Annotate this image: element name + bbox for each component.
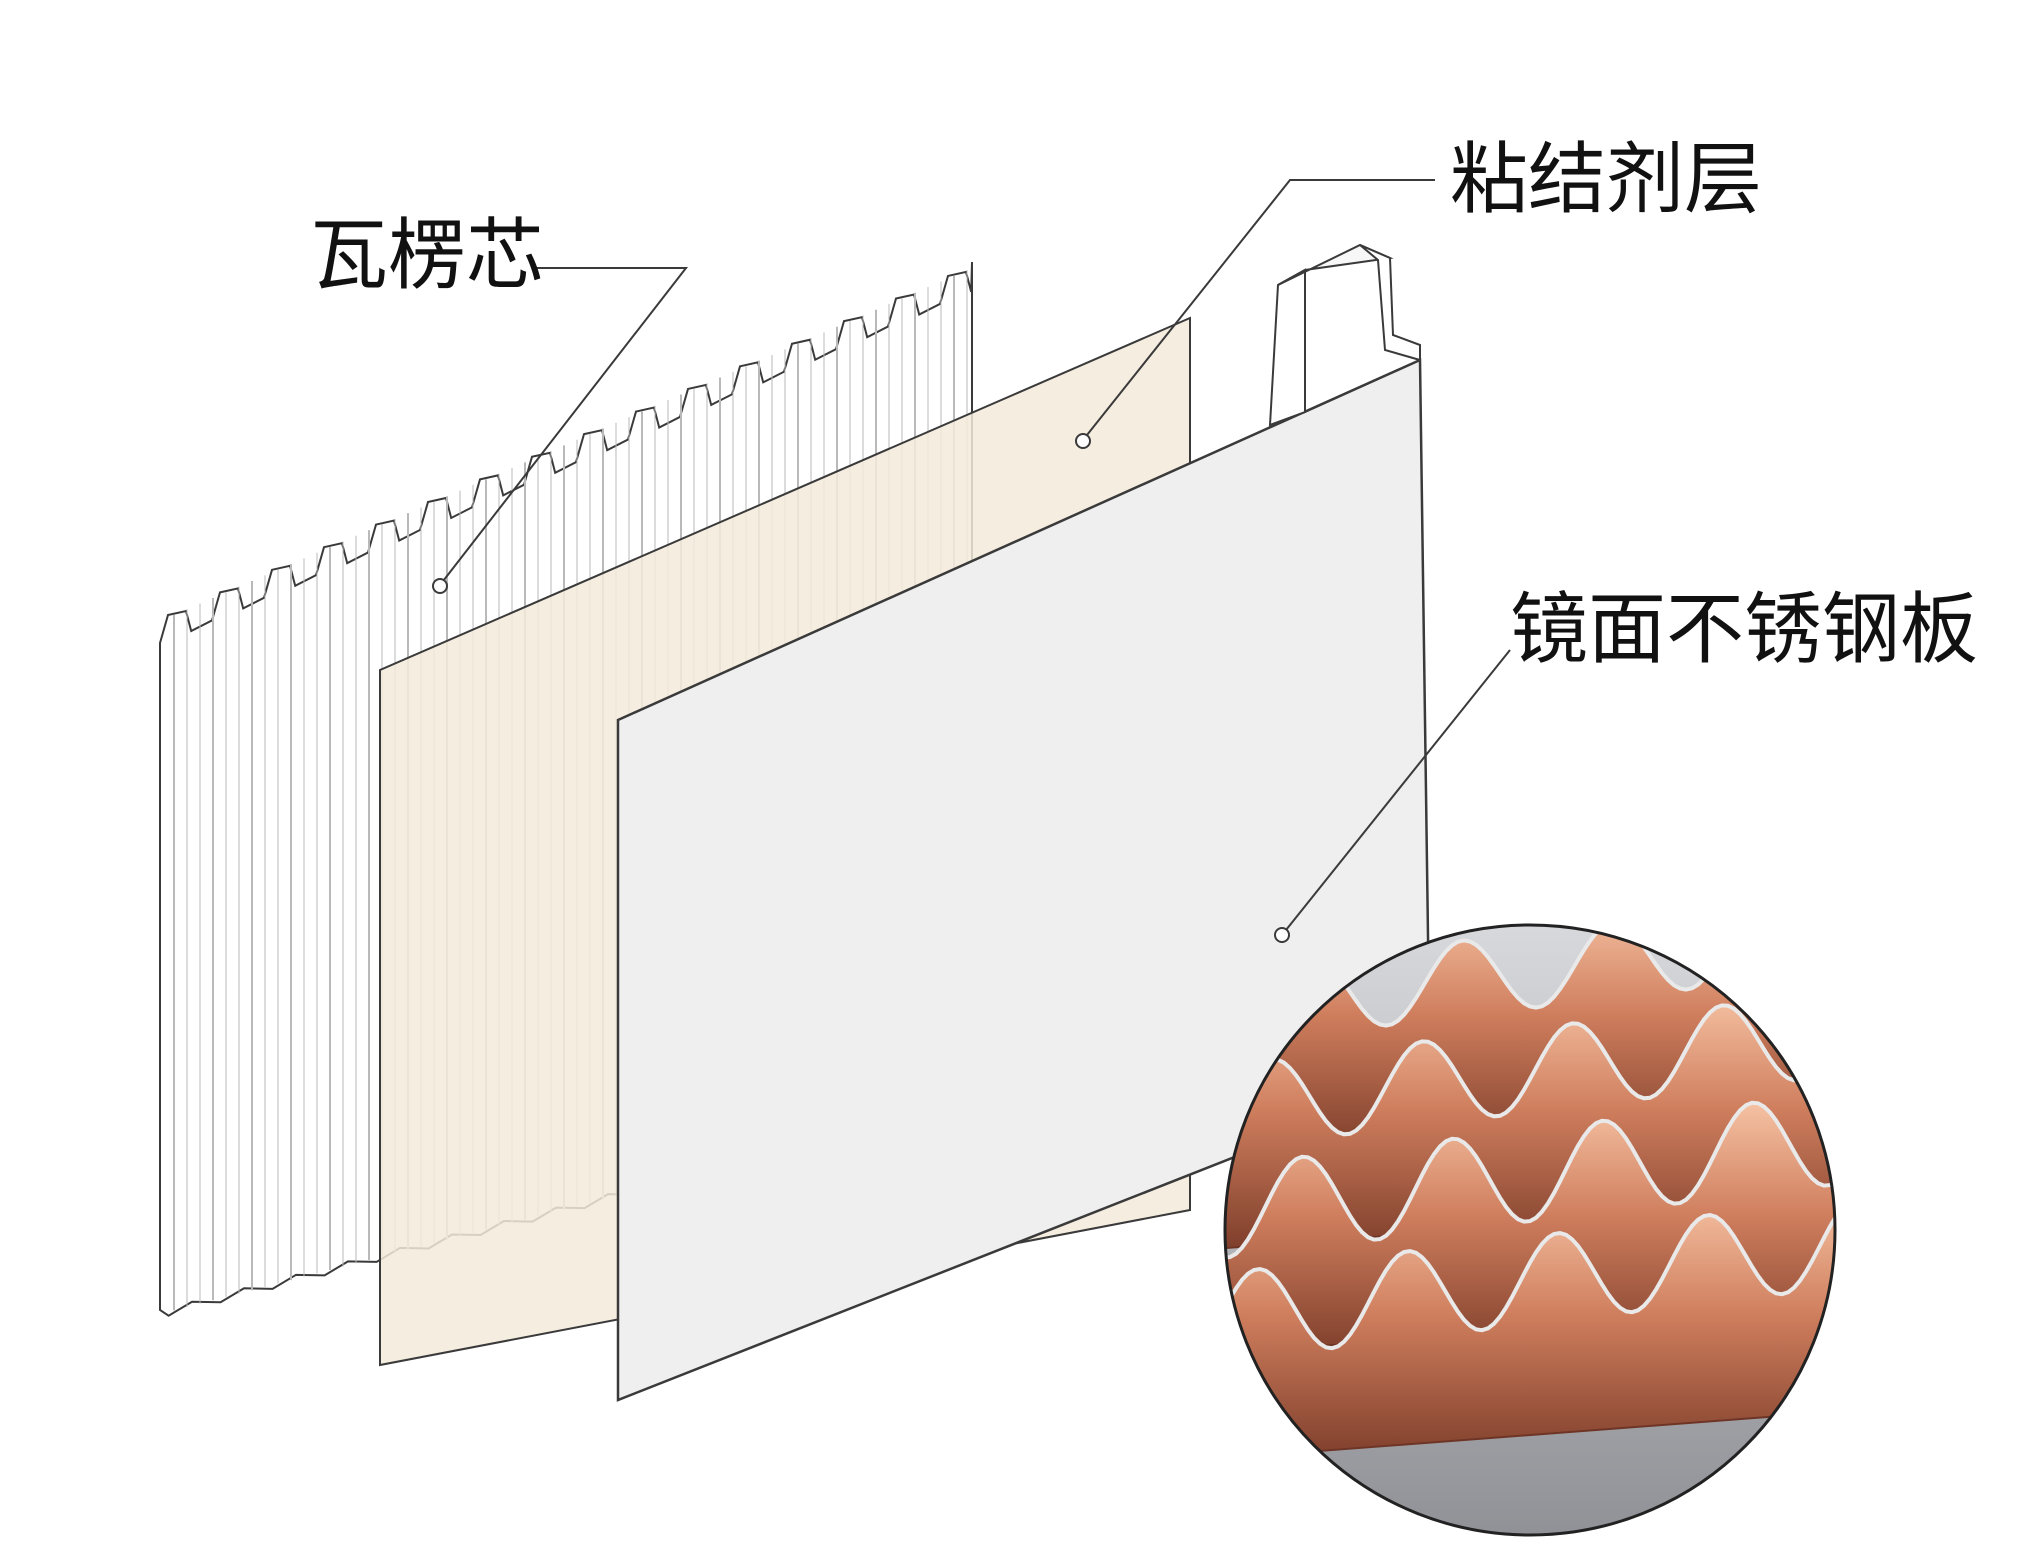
copper-corrugated-sheets [1225,925,1835,1462]
leader-dot-adhesive [1075,433,1091,449]
leader-dots [432,433,1290,943]
copper-sample-photo [1223,923,1837,1537]
aluminium-edge-2 [1225,993,1835,1154]
aluminium-edge-3 [1225,1100,1835,1260]
panel-side-fold [1359,244,1421,362]
leader-core [439,267,689,586]
leader-dot-core [432,578,448,594]
panel-return-flange [1268,268,1306,427]
mirror-steel-panel [616,243,1432,1402]
label-corrugated-core: 瓦楞芯 [310,211,544,301]
label-mirror-steel: 镜面不锈钢板 [1510,585,1978,675]
aluminium-edge-4 [1225,1195,1835,1354]
label-adhesive-layer: 粘结剂层 [1450,135,1762,225]
leader-mirror [1281,649,1511,936]
leader-adhesive [1082,179,1435,441]
leader-dot-mirror [1274,927,1290,943]
leader-lines [439,179,1511,936]
